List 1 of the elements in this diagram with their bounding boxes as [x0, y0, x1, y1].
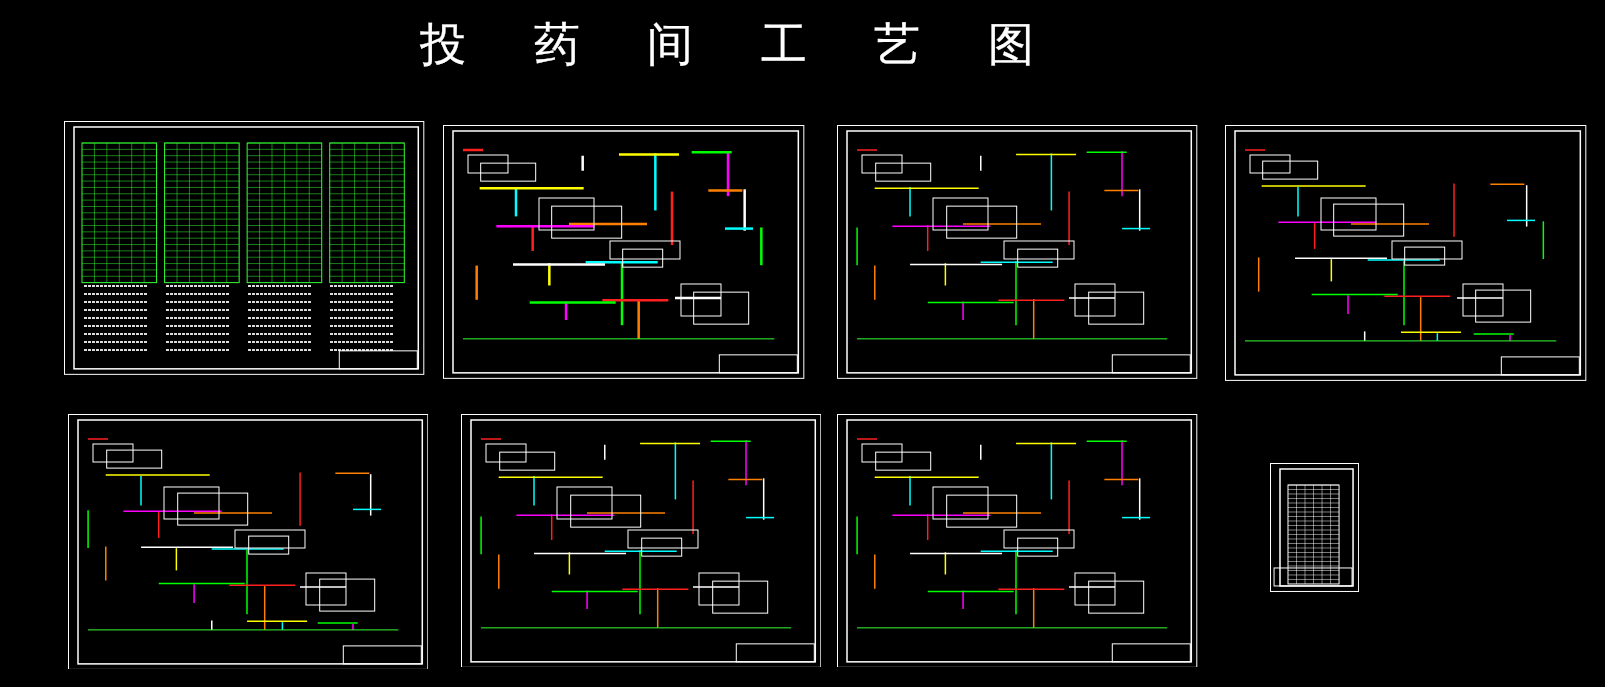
title: 投 药 间 工 艺 图 [420, 22, 1062, 68]
